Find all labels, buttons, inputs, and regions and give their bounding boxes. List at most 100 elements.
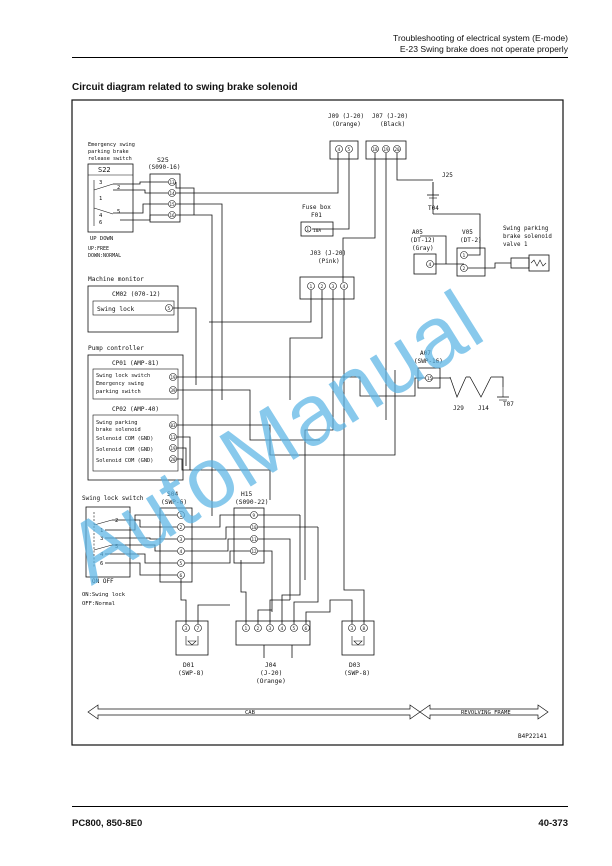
svg-text:UP DOWN: UP DOWN bbox=[90, 236, 113, 242]
s25-connector: S25 (S090-16) 13 14 15 16 bbox=[148, 156, 181, 223]
cab-range-arrow: CAB bbox=[87, 704, 421, 720]
header-rule bbox=[72, 57, 568, 58]
svg-text:(Orange): (Orange) bbox=[332, 121, 361, 128]
solenoid-valve: Swing parking brake solenoid valve 1 bbox=[503, 226, 552, 272]
svg-text:S04: S04 bbox=[167, 491, 178, 498]
svg-text:2: 2 bbox=[257, 626, 260, 632]
svg-text:(SWP-16): (SWP-16) bbox=[414, 358, 443, 365]
svg-text:(Pink): (Pink) bbox=[318, 258, 340, 265]
svg-text:7: 7 bbox=[197, 626, 200, 632]
svg-text:(SWP-8): (SWP-8) bbox=[344, 670, 370, 677]
v05-connector: V05 (DT-2) 1 2 bbox=[456, 229, 486, 277]
svg-text:CP01 (AMP-81): CP01 (AMP-81) bbox=[112, 360, 159, 367]
svg-text:3: 3 bbox=[332, 284, 335, 290]
svg-text:ON:Swing lock: ON:Swing lock bbox=[82, 592, 126, 598]
header-line-2: E-23 Swing brake does not operate proper… bbox=[399, 44, 568, 54]
drawing-code: B4P22141 bbox=[518, 733, 547, 740]
svg-text:1: 1 bbox=[463, 253, 466, 259]
svg-text:parking switch: parking switch bbox=[96, 389, 141, 395]
svg-text:14: 14 bbox=[170, 191, 176, 196]
svg-text:3: 3 bbox=[99, 180, 102, 186]
svg-text:13: 13 bbox=[170, 180, 176, 185]
svg-text:6: 6 bbox=[99, 220, 102, 226]
svg-text:15: 15 bbox=[170, 202, 176, 207]
svg-text:18: 18 bbox=[373, 147, 379, 152]
revolving-frame-range-arrow: REVOLVING FRAME bbox=[419, 704, 549, 720]
svg-text:03: 03 bbox=[171, 423, 177, 428]
svg-text:20: 20 bbox=[171, 457, 177, 462]
svg-text:J09 (J-20): J09 (J-20) bbox=[328, 113, 364, 120]
svg-text:19: 19 bbox=[171, 446, 177, 451]
svg-text:S25: S25 bbox=[157, 156, 169, 164]
svg-text:9: 9 bbox=[253, 513, 256, 518]
svg-text:2: 2 bbox=[180, 525, 183, 531]
svg-text:UP:FREE: UP:FREE bbox=[88, 246, 109, 252]
header-line-1: Troubleshooting of electrical system (E-… bbox=[393, 33, 568, 43]
svg-text:T07: T07 bbox=[503, 401, 514, 408]
svg-text:(SWP-8): (SWP-8) bbox=[178, 670, 204, 677]
svg-text:(SWP-6): (SWP-6) bbox=[161, 499, 187, 506]
svg-text:Swing lock switch: Swing lock switch bbox=[96, 373, 150, 379]
svg-text:3: 3 bbox=[269, 626, 272, 632]
svg-text:Swing parking: Swing parking bbox=[96, 420, 137, 426]
s22-switch: Emergency swing parking brake release sw… bbox=[87, 142, 135, 259]
svg-text:4: 4 bbox=[100, 552, 104, 558]
svg-text:(Gray): (Gray) bbox=[412, 245, 434, 252]
svg-text:brake solenoid: brake solenoid bbox=[503, 234, 552, 240]
svg-text:3: 3 bbox=[100, 536, 103, 542]
svg-text:6: 6 bbox=[305, 626, 308, 632]
svg-text:(DT-2): (DT-2) bbox=[460, 237, 482, 244]
s04-connector: S04 (SWP-6) 1 2 3 4 5 6 bbox=[159, 491, 193, 583]
d01-diode: 3 7 D01 (SWP-8) bbox=[175, 620, 209, 677]
svg-text:3: 3 bbox=[185, 626, 188, 632]
svg-text:Machine monitor: Machine monitor bbox=[88, 276, 144, 283]
fuse-box-f01: Fuse box F01 1 10A bbox=[300, 204, 334, 237]
svg-text:10A: 10A bbox=[313, 228, 321, 234]
svg-text:ON OFF: ON OFF bbox=[92, 578, 114, 585]
svg-text:OFF:Normal: OFF:Normal bbox=[82, 601, 115, 607]
footer-model: PC800, 850-8E0 bbox=[72, 818, 143, 829]
svg-text:S22: S22 bbox=[98, 166, 111, 174]
svg-text:5: 5 bbox=[115, 544, 118, 550]
svg-text:11: 11 bbox=[252, 537, 258, 542]
j09-connector: J09 (J-20) (Orange) 4 5 bbox=[328, 113, 364, 160]
j03-connector: J03 (J-20) (Pink) 1 2 3 4 bbox=[299, 250, 355, 300]
svg-text:CM02 (070-12): CM02 (070-12) bbox=[112, 291, 160, 298]
j25-ground: J25 T04 bbox=[427, 172, 453, 212]
svg-text:(Orange): (Orange) bbox=[256, 678, 286, 685]
svg-text:CP02 (AMP-40): CP02 (AMP-40) bbox=[112, 406, 159, 413]
svg-text:4: 4 bbox=[180, 549, 183, 555]
svg-text:J04: J04 bbox=[265, 662, 276, 669]
section-title: Circuit diagram related to swing brake s… bbox=[72, 82, 298, 93]
a07-connector: A07 (SWP-16) 15 J29 J14 T07 bbox=[414, 350, 514, 412]
svg-text:Swing lock switch: Swing lock switch bbox=[82, 495, 144, 502]
svg-text:20: 20 bbox=[395, 147, 401, 152]
svg-text:D03: D03 bbox=[349, 662, 360, 669]
svg-text:Fuse box: Fuse box bbox=[302, 204, 331, 211]
svg-text:Pump controller: Pump controller bbox=[88, 345, 144, 352]
svg-text:(S090-16): (S090-16) bbox=[148, 164, 181, 171]
svg-text:2: 2 bbox=[117, 185, 120, 191]
svg-text:(Black): (Black) bbox=[380, 121, 405, 128]
svg-text:4: 4 bbox=[343, 284, 346, 290]
svg-text:1: 1 bbox=[307, 227, 310, 232]
svg-text:valve 1: valve 1 bbox=[503, 242, 528, 248]
svg-text:(J-20): (J-20) bbox=[260, 670, 282, 677]
svg-text:19: 19 bbox=[171, 375, 177, 380]
h15-connector: H15 (S090-22) 9 10 11 12 bbox=[233, 491, 269, 564]
svg-text:5: 5 bbox=[117, 209, 120, 215]
svg-text:Swing parking: Swing parking bbox=[503, 226, 548, 232]
svg-text:1: 1 bbox=[310, 284, 313, 290]
svg-text:J03 (J-20): J03 (J-20) bbox=[310, 250, 346, 257]
svg-text:CAB: CAB bbox=[245, 710, 256, 716]
svg-text:6: 6 bbox=[100, 561, 103, 567]
svg-text:8: 8 bbox=[363, 626, 366, 632]
svg-text:Solenoid COM (GND): Solenoid COM (GND) bbox=[96, 447, 153, 453]
footer-rule bbox=[72, 806, 568, 807]
machine-monitor: Machine monitor CM02 (070-12) Swing lock… bbox=[87, 276, 179, 333]
svg-text:J25: J25 bbox=[442, 172, 453, 179]
svg-text:Emergency swing: Emergency swing bbox=[96, 381, 144, 387]
svg-text:13: 13 bbox=[171, 435, 177, 440]
svg-text:DOWN:NORMAL: DOWN:NORMAL bbox=[88, 253, 121, 259]
